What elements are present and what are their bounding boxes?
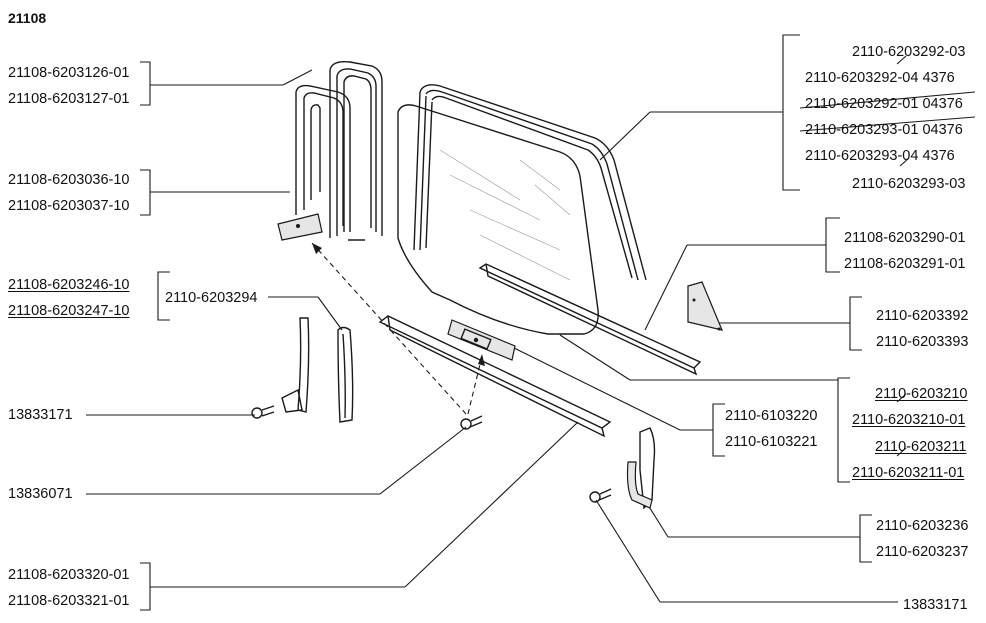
part-label: 2110-6203211 bbox=[875, 439, 967, 455]
part-label: 2110-6203393 bbox=[876, 334, 969, 350]
part-label: 2110-6103220 bbox=[725, 408, 818, 424]
part-label: 2110-6203292-01 04376 bbox=[805, 96, 963, 112]
part-label: 2110-6103221 bbox=[725, 434, 818, 450]
part-label: 2110-6203294 bbox=[165, 290, 258, 306]
part-label: 2110-6203292-04 4376 bbox=[805, 70, 955, 86]
part-label: 2110-6203237 bbox=[876, 544, 969, 560]
part-label: 2110-6203293-04 4376 bbox=[805, 148, 955, 164]
part-label: 21108-6203126-01 bbox=[8, 65, 130, 81]
part-label: 21108-6203127-01 bbox=[8, 91, 130, 107]
diagram-title: 21108 bbox=[8, 10, 47, 26]
part-label: 13836071 bbox=[8, 486, 73, 502]
part-label: 13833171 bbox=[8, 407, 73, 423]
part-label: 21108-6203320-01 bbox=[8, 567, 130, 583]
part-label: 2110-6203210-01 bbox=[852, 412, 966, 428]
part-label: 21108-6203246-10 bbox=[8, 277, 130, 293]
parts bbox=[251, 60, 724, 510]
part-label: 2110-6203293-03 bbox=[852, 176, 966, 192]
part-label: 21108-6203290-01 bbox=[844, 230, 966, 246]
part-label: 21108-6203321-01 bbox=[8, 593, 130, 609]
part-label: 13833171 bbox=[903, 597, 968, 613]
part-label: 2110-6203211-01 bbox=[852, 465, 965, 481]
part-label: 2110-6203292-03 bbox=[852, 44, 966, 60]
part-label: 21108-6203037-10 bbox=[8, 198, 130, 214]
leader-lines bbox=[86, 34, 976, 611]
part-label: 21108-6203291-01 bbox=[844, 256, 966, 272]
part-label: 2110-6203392 bbox=[876, 308, 969, 324]
part-label: 2110-6203210 bbox=[875, 386, 968, 402]
part-label: 2110-6203293-01 04376 bbox=[805, 122, 963, 138]
part-label: 2110-6203236 bbox=[876, 518, 969, 534]
part-label: 21108-6203036-10 bbox=[8, 172, 130, 188]
part-label: 21108-6203247-10 bbox=[8, 303, 130, 319]
